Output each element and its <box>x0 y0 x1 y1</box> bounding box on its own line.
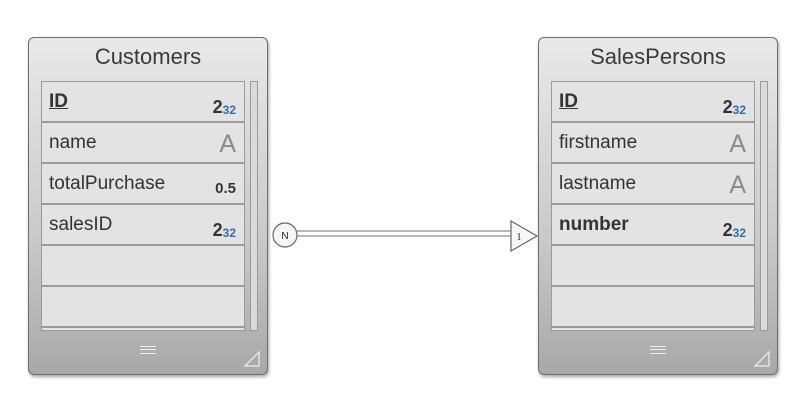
cardinality-one-marker <box>510 219 539 253</box>
field-row[interactable]: firstname A <box>552 123 754 164</box>
scrollbar[interactable] <box>760 81 768 331</box>
field-name: ID <box>49 91 68 112</box>
text-type-glyph: A <box>729 171 746 199</box>
resize-handle-icon[interactable] <box>753 350 771 368</box>
cardinality-n-label: N <box>281 231 288 242</box>
integer-type-exponent: 32 <box>222 226 236 240</box>
table-title: Customers <box>94 44 202 69</box>
integer-type-base: 2 <box>722 220 733 240</box>
table-title: SalesPersons <box>590 44 726 69</box>
field-name: salesID <box>49 214 113 235</box>
empty-field-row[interactable] <box>42 246 244 287</box>
grip-icon[interactable] <box>140 346 156 354</box>
field-row[interactable]: totalPurchase 0.5 <box>42 164 244 205</box>
integer-type-base: 2 <box>722 97 733 117</box>
field-name: lastname <box>559 173 637 194</box>
grip-icon[interactable] <box>650 346 666 354</box>
integer-type-base: 2 <box>212 220 223 240</box>
real-type-icon: 0.5 <box>215 170 236 198</box>
empty-field-row[interactable] <box>552 287 754 328</box>
empty-field-row[interactable] <box>42 287 244 328</box>
field-row[interactable]: lastname A <box>552 164 754 205</box>
text-type-icon: A <box>219 129 236 157</box>
field-name: number <box>559 214 629 235</box>
text-type-icon: A <box>729 129 746 157</box>
text-type-icon: A <box>729 170 746 198</box>
integer-type-base: 2 <box>212 97 223 117</box>
empty-field-row[interactable] <box>552 246 754 287</box>
field-name: ID <box>559 91 578 112</box>
field-name: name <box>49 132 97 153</box>
field-name: totalPurchase <box>49 173 166 194</box>
cardinality-one-label: 1 <box>517 232 522 243</box>
text-type-glyph: A <box>729 130 746 158</box>
integer-type-exponent: 32 <box>732 103 746 117</box>
text-type-glyph: A <box>219 130 236 158</box>
integer-type-exponent: 32 <box>222 103 236 117</box>
field-row[interactable]: name A <box>42 123 244 164</box>
field-name: firstname <box>559 132 638 153</box>
scrollbar[interactable] <box>250 81 258 331</box>
integer-type-exponent: 32 <box>732 226 746 240</box>
resize-handle-icon[interactable] <box>243 350 261 368</box>
real-type-glyph: 0.5 <box>215 180 236 197</box>
cardinality-n-marker <box>272 222 298 248</box>
